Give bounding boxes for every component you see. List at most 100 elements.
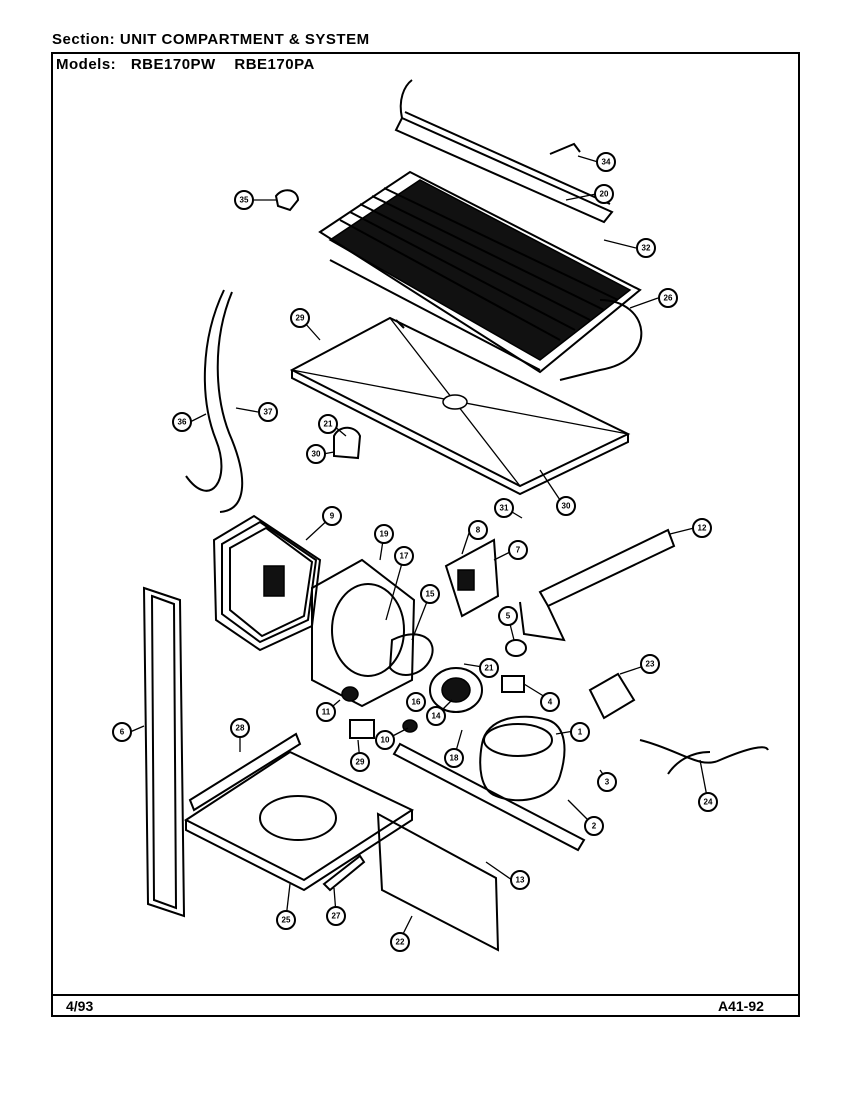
callout: 21 — [318, 414, 338, 434]
svg-text:5: 5 — [506, 612, 511, 621]
svg-text:9: 9 — [330, 512, 335, 521]
callout: 6 — [112, 722, 132, 742]
svg-text:30: 30 — [562, 502, 571, 511]
cover-plate — [519, 528, 676, 642]
svg-text:12: 12 — [698, 524, 707, 533]
svg-text:29: 29 — [296, 314, 305, 323]
callout: 8 — [468, 520, 488, 540]
callout: 24 — [698, 792, 718, 812]
callout: 21 — [479, 658, 499, 678]
svg-text:19: 19 — [380, 530, 389, 539]
svg-text:10: 10 — [381, 736, 390, 745]
svg-text:25: 25 — [282, 916, 291, 925]
side-panel — [142, 586, 186, 918]
leader-lines — [129, 155, 709, 941]
svg-text:23: 23 — [646, 660, 655, 669]
callout: 30 — [306, 444, 326, 464]
callout: 35 — [234, 190, 254, 210]
callout: 15 — [420, 584, 440, 604]
svg-text:30: 30 — [312, 450, 321, 459]
svg-text:6: 6 — [120, 728, 125, 737]
section-label: Section: — [52, 31, 116, 48]
rail-part — [394, 79, 614, 224]
callout: 34 — [596, 152, 616, 172]
svg-text:35: 35 — [240, 196, 249, 205]
models-label: Models: — [56, 56, 117, 73]
callout: 3 — [597, 772, 617, 792]
callout: 30 — [556, 496, 576, 516]
callout: 7 — [508, 540, 528, 560]
svg-text:34: 34 — [602, 158, 611, 167]
callout: 31 — [494, 498, 514, 518]
callout: 16 — [406, 692, 426, 712]
callout: 28 — [230, 718, 250, 738]
condenser-housing — [212, 514, 322, 652]
footer-drawing-number: A41-92 — [718, 998, 764, 1014]
callout: 26 — [658, 288, 678, 308]
drawing-frame — [51, 52, 800, 1017]
svg-text:14: 14 — [432, 712, 441, 721]
svg-text:36: 36 — [178, 418, 187, 427]
callout: 36 — [172, 412, 192, 432]
callout: 20 — [594, 184, 614, 204]
svg-text:16: 16 — [412, 698, 421, 707]
section-value: UNIT COMPARTMENT & SYSTEM — [119, 31, 370, 48]
callout: 27 — [326, 906, 346, 926]
svg-text:28: 28 — [236, 724, 245, 733]
relay-bracket — [444, 538, 500, 618]
callout: 19 — [374, 524, 394, 544]
compressor — [479, 715, 566, 802]
callout: 2 — [584, 816, 604, 836]
svg-text:3: 3 — [605, 778, 610, 787]
svg-text:21: 21 — [485, 664, 494, 673]
callout: 4 — [540, 692, 560, 712]
svg-text:18: 18 — [450, 754, 459, 763]
callout: 32 — [636, 238, 656, 258]
svg-text:2: 2 — [592, 822, 597, 831]
condenser-coil — [318, 170, 643, 381]
callout: 22 — [390, 932, 410, 952]
svg-text:22: 22 — [396, 938, 405, 947]
callout: 18 — [444, 748, 464, 768]
svg-text:24: 24 — [704, 798, 713, 807]
callout: 9 — [322, 506, 342, 526]
callout: 14 — [426, 706, 446, 726]
access-panel — [376, 812, 500, 952]
svg-text:4: 4 — [548, 698, 553, 707]
svg-text:31: 31 — [500, 504, 509, 513]
callout: 17 — [394, 546, 414, 566]
section-title: Section: UNIT COMPARTMENT & SYSTEM — [52, 31, 370, 48]
svg-text:11: 11 — [322, 708, 331, 717]
svg-text:27: 27 — [332, 912, 341, 921]
callout: 1 — [570, 722, 590, 742]
fan-motor — [388, 633, 483, 713]
callout: 10 — [375, 730, 395, 750]
footer-date: 4/93 — [66, 998, 94, 1014]
callout: 11 — [316, 702, 336, 722]
svg-text:37: 37 — [264, 408, 273, 417]
model-number: RBE170PW — [130, 56, 216, 73]
svg-text:15: 15 — [426, 590, 435, 599]
base-pan — [184, 732, 415, 892]
bracket — [322, 854, 366, 892]
callout: 37 — [258, 402, 278, 422]
svg-text:21: 21 — [324, 420, 333, 429]
svg-text:7: 7 — [516, 546, 521, 555]
callout: 5 — [498, 606, 518, 626]
callout: 23 — [640, 654, 660, 674]
svg-text:8: 8 — [476, 526, 481, 535]
svg-text:29: 29 — [356, 758, 365, 767]
svg-text:20: 20 — [600, 190, 609, 199]
svg-text:1: 1 — [578, 728, 583, 737]
svg-text:13: 13 — [516, 876, 525, 885]
callout: 25 — [276, 910, 296, 930]
callout: 29 — [350, 752, 370, 772]
svg-text:26: 26 — [664, 294, 673, 303]
rear-rail — [392, 742, 586, 852]
callout: 13 — [510, 870, 530, 890]
tubing — [185, 289, 244, 513]
drain-pan — [289, 316, 631, 496]
small-parts — [274, 142, 581, 739]
callout: 29 — [290, 308, 310, 328]
